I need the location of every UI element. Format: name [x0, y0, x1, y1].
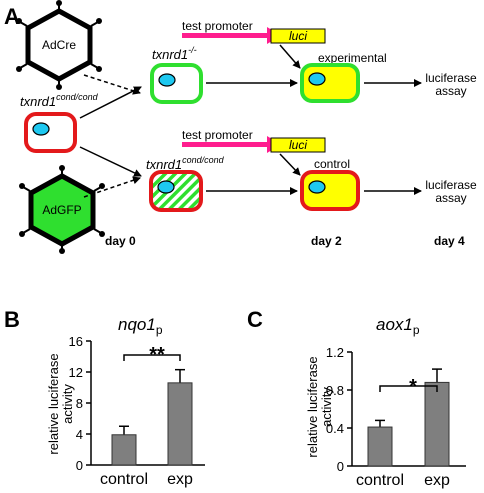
chart-b: 0 4 8 12 16 control exp — [69, 334, 205, 488]
assay-bottom-line1: luciferase — [425, 178, 477, 192]
chart-b-category-label: control — [100, 471, 148, 488]
chart-c-ylabel-line1: relative luciferase — [305, 356, 320, 457]
chart-b-ytick-label: 16 — [69, 334, 83, 349]
chart-b-category-label: exp — [167, 471, 193, 488]
promoter-bar-bottom — [182, 142, 269, 147]
chart-b-significance: ** — [149, 344, 165, 366]
adgfp-virus: AdGFP — [19, 165, 105, 254]
day0-label: day 0 — [105, 234, 136, 248]
luci-label-top: luci — [289, 29, 307, 43]
assay-top-line1: luciferase — [425, 71, 477, 85]
luci-box-bottom — [270, 137, 326, 153]
assay-bottom-line2: assay — [435, 191, 466, 205]
ctrl-nucleus — [157, 180, 175, 194]
adgfp-label: AdGFP — [42, 203, 81, 217]
chart-c-significance: * — [409, 376, 417, 398]
arrow-transfect-top — [279, 44, 301, 69]
chart-b-significance-bracket — [123, 354, 181, 361]
luci-label-bottom: luci — [289, 138, 307, 152]
parent-cell — [24, 112, 77, 153]
ctrl-cell — [149, 170, 203, 212]
assay-top-line2: assay — [435, 84, 466, 98]
panel-a-label: A — [4, 4, 20, 29]
chart-c-category-label: exp — [424, 472, 450, 489]
chart-c-bar — [424, 381, 450, 467]
day4-label: day 4 — [434, 234, 465, 248]
parent-nucleus — [32, 122, 50, 136]
chart-c-bar — [367, 426, 393, 467]
luci-box-top — [270, 28, 326, 44]
chart-b-ylabel-line2: activity — [60, 384, 75, 424]
promoter-bar-top — [182, 33, 269, 38]
panel-b-label: B — [4, 307, 20, 332]
parent-genotype: txnrd1cond/cond — [20, 92, 99, 109]
arrow-transfect-bottom — [279, 153, 301, 176]
chart-c-significance-bracket — [379, 385, 438, 392]
chart-c-ytick-label: 0.8 — [326, 383, 344, 398]
chart-c-ytick-label: 0.4 — [326, 421, 344, 436]
adcre-label: AdCre — [42, 38, 76, 52]
chart-b-title: nqo1p — [118, 315, 163, 337]
chart-b-ytick-label: 4 — [76, 427, 83, 442]
arrow-adgfp-to-ctrl — [83, 176, 141, 198]
arrow-adcre-to-ko — [83, 74, 141, 95]
day2-label: day 2 — [311, 234, 342, 248]
chart-b-ylabel-line1: relative luciferase — [46, 353, 61, 454]
chart-c-category-label: control — [356, 472, 404, 489]
ko-genotype: txnrd1-/- — [152, 45, 197, 62]
chart-b-ytick-label: 12 — [69, 365, 83, 380]
chart-b-bar — [111, 434, 137, 466]
panel-c-label: C — [247, 307, 263, 332]
control-label: control — [314, 157, 350, 171]
test-promoter-top: test promoter — [182, 19, 253, 33]
ctrl-genotype: txnrd1cond/cond — [146, 155, 225, 172]
test-promoter-bottom: test promoter — [182, 128, 253, 142]
experimental-nucleus — [308, 72, 326, 86]
chart-c-ytick-label: 0 — [337, 459, 344, 474]
ko-cell — [150, 63, 203, 104]
chart-b-bar — [167, 382, 193, 466]
chart-b-ytick-label: 8 — [76, 396, 83, 411]
chart-c-title: aox1p — [376, 315, 420, 337]
arrow-parent-to-ctrl — [79, 146, 142, 177]
chart-c-ytick-label: 1.2 — [326, 345, 344, 360]
experimental-label: experimental — [318, 51, 387, 65]
chart-b-ytick-label: 0 — [76, 458, 83, 473]
arrow-parent-to-ko — [79, 86, 142, 119]
adcre-virus: AdCre — [16, 0, 102, 90]
chart-c-ylabel-line2: activity — [319, 387, 334, 427]
chart-c: 0 0.4 0.8 1.2 control exp — [326, 345, 466, 489]
ko-nucleus — [158, 73, 176, 87]
control-nucleus — [308, 180, 326, 194]
